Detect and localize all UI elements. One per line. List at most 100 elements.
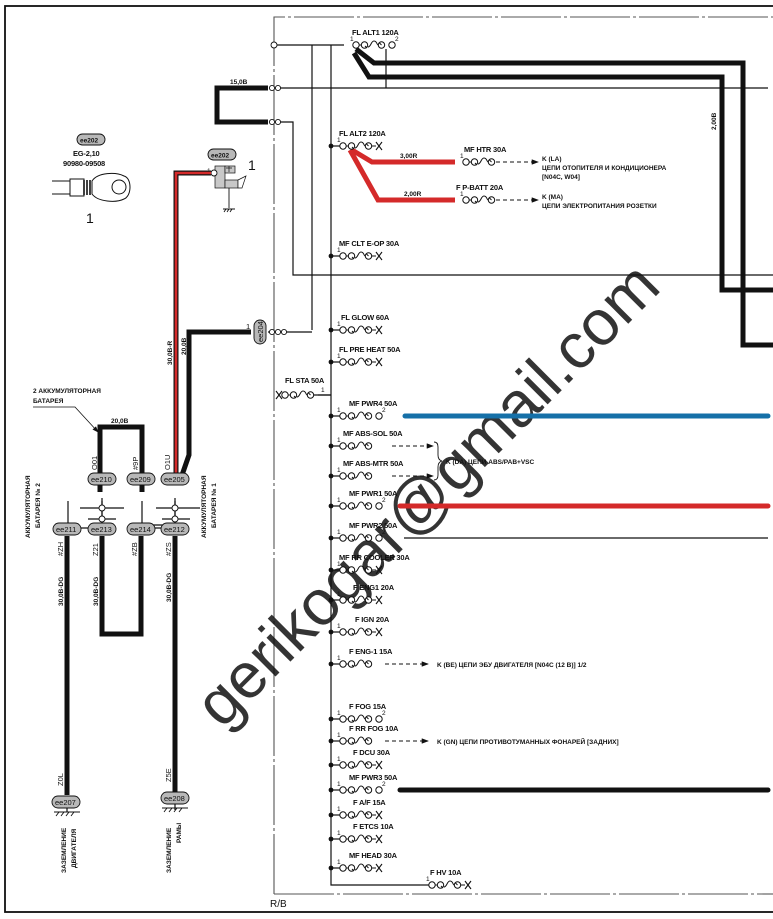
fuse-label: MF HEAD 30A xyxy=(349,851,398,860)
fuse-pin-in: 1 xyxy=(350,36,354,43)
battery2-callout-arrow xyxy=(33,406,99,433)
connector-ee205[interactable]: ee205 O1U xyxy=(160,455,190,486)
fuse-icon xyxy=(339,810,373,819)
fuse-eng1[interactable]: 1 F ENG1 20A xyxy=(328,583,395,605)
connector-ee207[interactable]: ee207 Z0L xyxy=(51,773,81,809)
fuse-rrfog[interactable]: 1F RR FOG 10A xyxy=(328,724,399,745)
connector-ee209-pin: #9P xyxy=(131,457,140,470)
wire-20-0b xyxy=(178,329,251,479)
fuse-etcs[interactable]: 1F ETCS 10A xyxy=(328,822,395,844)
fuse-ign[interactable]: 1F IGN 20A xyxy=(328,615,390,637)
wire-label-2b: 2,00B xyxy=(711,112,718,130)
watermark: gerikogar@gmail.com xyxy=(181,248,673,740)
fuse-pin-out: 2 xyxy=(395,36,399,43)
fuse-label: FL GLOW 60A xyxy=(341,313,390,322)
fuse-label: MF PWR3 50A xyxy=(349,773,398,782)
fuse-pin-in: 1 xyxy=(337,756,341,763)
fuse-label: FL PRE HEAT 50A xyxy=(339,345,401,354)
part-ref-spec1: EG-2,10 xyxy=(73,149,100,158)
fuse-head[interactable]: 1 MF HEAD 30A xyxy=(328,851,398,873)
dest-ma-l1: K (MA) xyxy=(542,194,563,201)
connector-ee214[interactable]: ee214 #ZB xyxy=(126,522,156,556)
connector-ee209[interactable]: ee209 #9P xyxy=(126,457,156,486)
dest-ma-l2: ЦЕПИ ЭЛЕКТРОПИТАНИЯ РОЗЕТКИ xyxy=(542,203,657,210)
connector-ee207-id: ee207 xyxy=(55,798,76,807)
destination-labels: K (LA) ЦЕПИ ОТОПИТЕЛЯ И КОНДИЦИОНЕРА [N0… xyxy=(437,156,667,746)
fuse-rrcooler[interactable]: 1MF RR COOLER 30A xyxy=(328,553,411,575)
fuse-icon xyxy=(352,40,386,49)
fuse-fog[interactable]: 21F FOG 15A xyxy=(328,702,387,723)
wire-alt1-out-b xyxy=(351,51,773,293)
ring-terminal-icon xyxy=(52,172,131,202)
fuse-clt[interactable]: 1MF CLT E-OP 30A xyxy=(328,239,400,261)
wire-label-15b: 15,0B xyxy=(230,79,248,86)
open-end-icon xyxy=(464,880,472,890)
connector-ee213[interactable]: ee213 Z21 xyxy=(87,522,117,556)
open-end-icon xyxy=(375,760,383,770)
wire-2-00r xyxy=(347,148,455,203)
connector-ee211-id: ee211 xyxy=(56,525,76,534)
connector-ee208-pin: Z5E xyxy=(164,768,173,782)
fuse-label: F ETCS 10A xyxy=(353,822,394,831)
connector-ee208[interactable]: ee208 Z5E xyxy=(160,768,190,805)
fuse-icon xyxy=(339,834,373,843)
connector-ee204-id: ee204 xyxy=(256,321,265,342)
fuse-glow[interactable]: 1FL GLOW 60A xyxy=(328,313,390,335)
fuse-pin-in: 1 xyxy=(337,732,341,739)
fuse-hv[interactable]: 1F HV 10A xyxy=(420,868,472,890)
ground-icon xyxy=(223,208,235,213)
ground-terminal-index: 1 xyxy=(248,157,256,173)
fuse-preheat[interactable]: 1FL PRE HEAT 50A xyxy=(328,345,402,367)
fuse-alt2[interactable]: 1FL ALT2 120A xyxy=(328,129,387,151)
part-reference: ee202 EG-2,10 90980-09508 1 xyxy=(52,133,131,226)
wire-label-30dg-a: 30,0B-DG xyxy=(58,577,65,606)
fuse-pin-in: 1 xyxy=(460,191,464,198)
connector-ee212[interactable]: ee212 #ZS xyxy=(160,522,190,556)
terminal-icon xyxy=(388,41,396,49)
fuse-pin-in: 1 xyxy=(337,781,341,788)
fuse-pin-in: 1 xyxy=(337,859,341,866)
ground-terminal-connector: ee202 xyxy=(211,153,229,160)
fuse-abssol[interactable]: 1MF ABS-SOL 50A xyxy=(328,429,403,450)
connector-ee211[interactable]: ee211 #ZH xyxy=(52,522,82,556)
fuse-pin-in: 1 xyxy=(337,591,341,598)
battery2-vertical-l1: АККУМУЛЯТОРНАЯ xyxy=(25,475,32,538)
terminal-icon xyxy=(375,786,383,794)
fuse-absmtr[interactable]: 1MF ABS-MTR 50A xyxy=(328,459,404,480)
fuse-icon xyxy=(339,659,373,668)
fuse-pin-in: 1 xyxy=(337,710,341,717)
fuse-icon xyxy=(339,785,373,794)
connector-ee204-pin: 1 xyxy=(246,322,250,331)
fuse-engm1[interactable]: 1F ENG-1 15A xyxy=(328,647,393,668)
open-end-icon xyxy=(375,834,383,844)
connector-ee212-pin: #ZS xyxy=(164,542,173,556)
fuse-htr[interactable]: 1MF HTR 30A xyxy=(460,145,507,166)
connector-ee204[interactable]: ee204 1 xyxy=(246,319,267,345)
fuse-af[interactable]: 1F A/F 15A xyxy=(328,798,387,820)
dest-la-l3: [N04C, W04] xyxy=(542,174,580,181)
connector-ee210[interactable]: ee210 O01 xyxy=(87,456,117,486)
fuse-icon xyxy=(339,471,373,480)
fuse-pin-in: 1 xyxy=(337,655,341,662)
fuse-label: MF PWR1 50A xyxy=(349,489,398,498)
fuse-icon xyxy=(339,325,373,334)
wire-label-30r: 30,0B-R xyxy=(167,340,174,365)
fuse-pin-in: 1 xyxy=(337,353,341,360)
battery2-callout-l2: БАТАРЕЯ xyxy=(33,398,64,405)
fuse-label: F ENG1 20A xyxy=(353,583,395,592)
terminal-icon xyxy=(375,715,383,723)
fuse-dcu[interactable]: 1F DCU 30A xyxy=(328,748,391,770)
fuse-pin-in: 1 xyxy=(321,387,325,394)
rb-boundary xyxy=(273,16,773,895)
fuse-pin-in: 1 xyxy=(337,437,341,444)
open-end-icon xyxy=(375,325,383,335)
fuse-pbatt[interactable]: 1F P-BATT 20A xyxy=(456,183,504,204)
fuse-sta[interactable]: 1FL STA 50A xyxy=(275,376,331,400)
battery2-vertical-l2: БАТАРЕЯ № 2 xyxy=(35,483,42,528)
wire-alt1-out-a xyxy=(354,47,773,348)
